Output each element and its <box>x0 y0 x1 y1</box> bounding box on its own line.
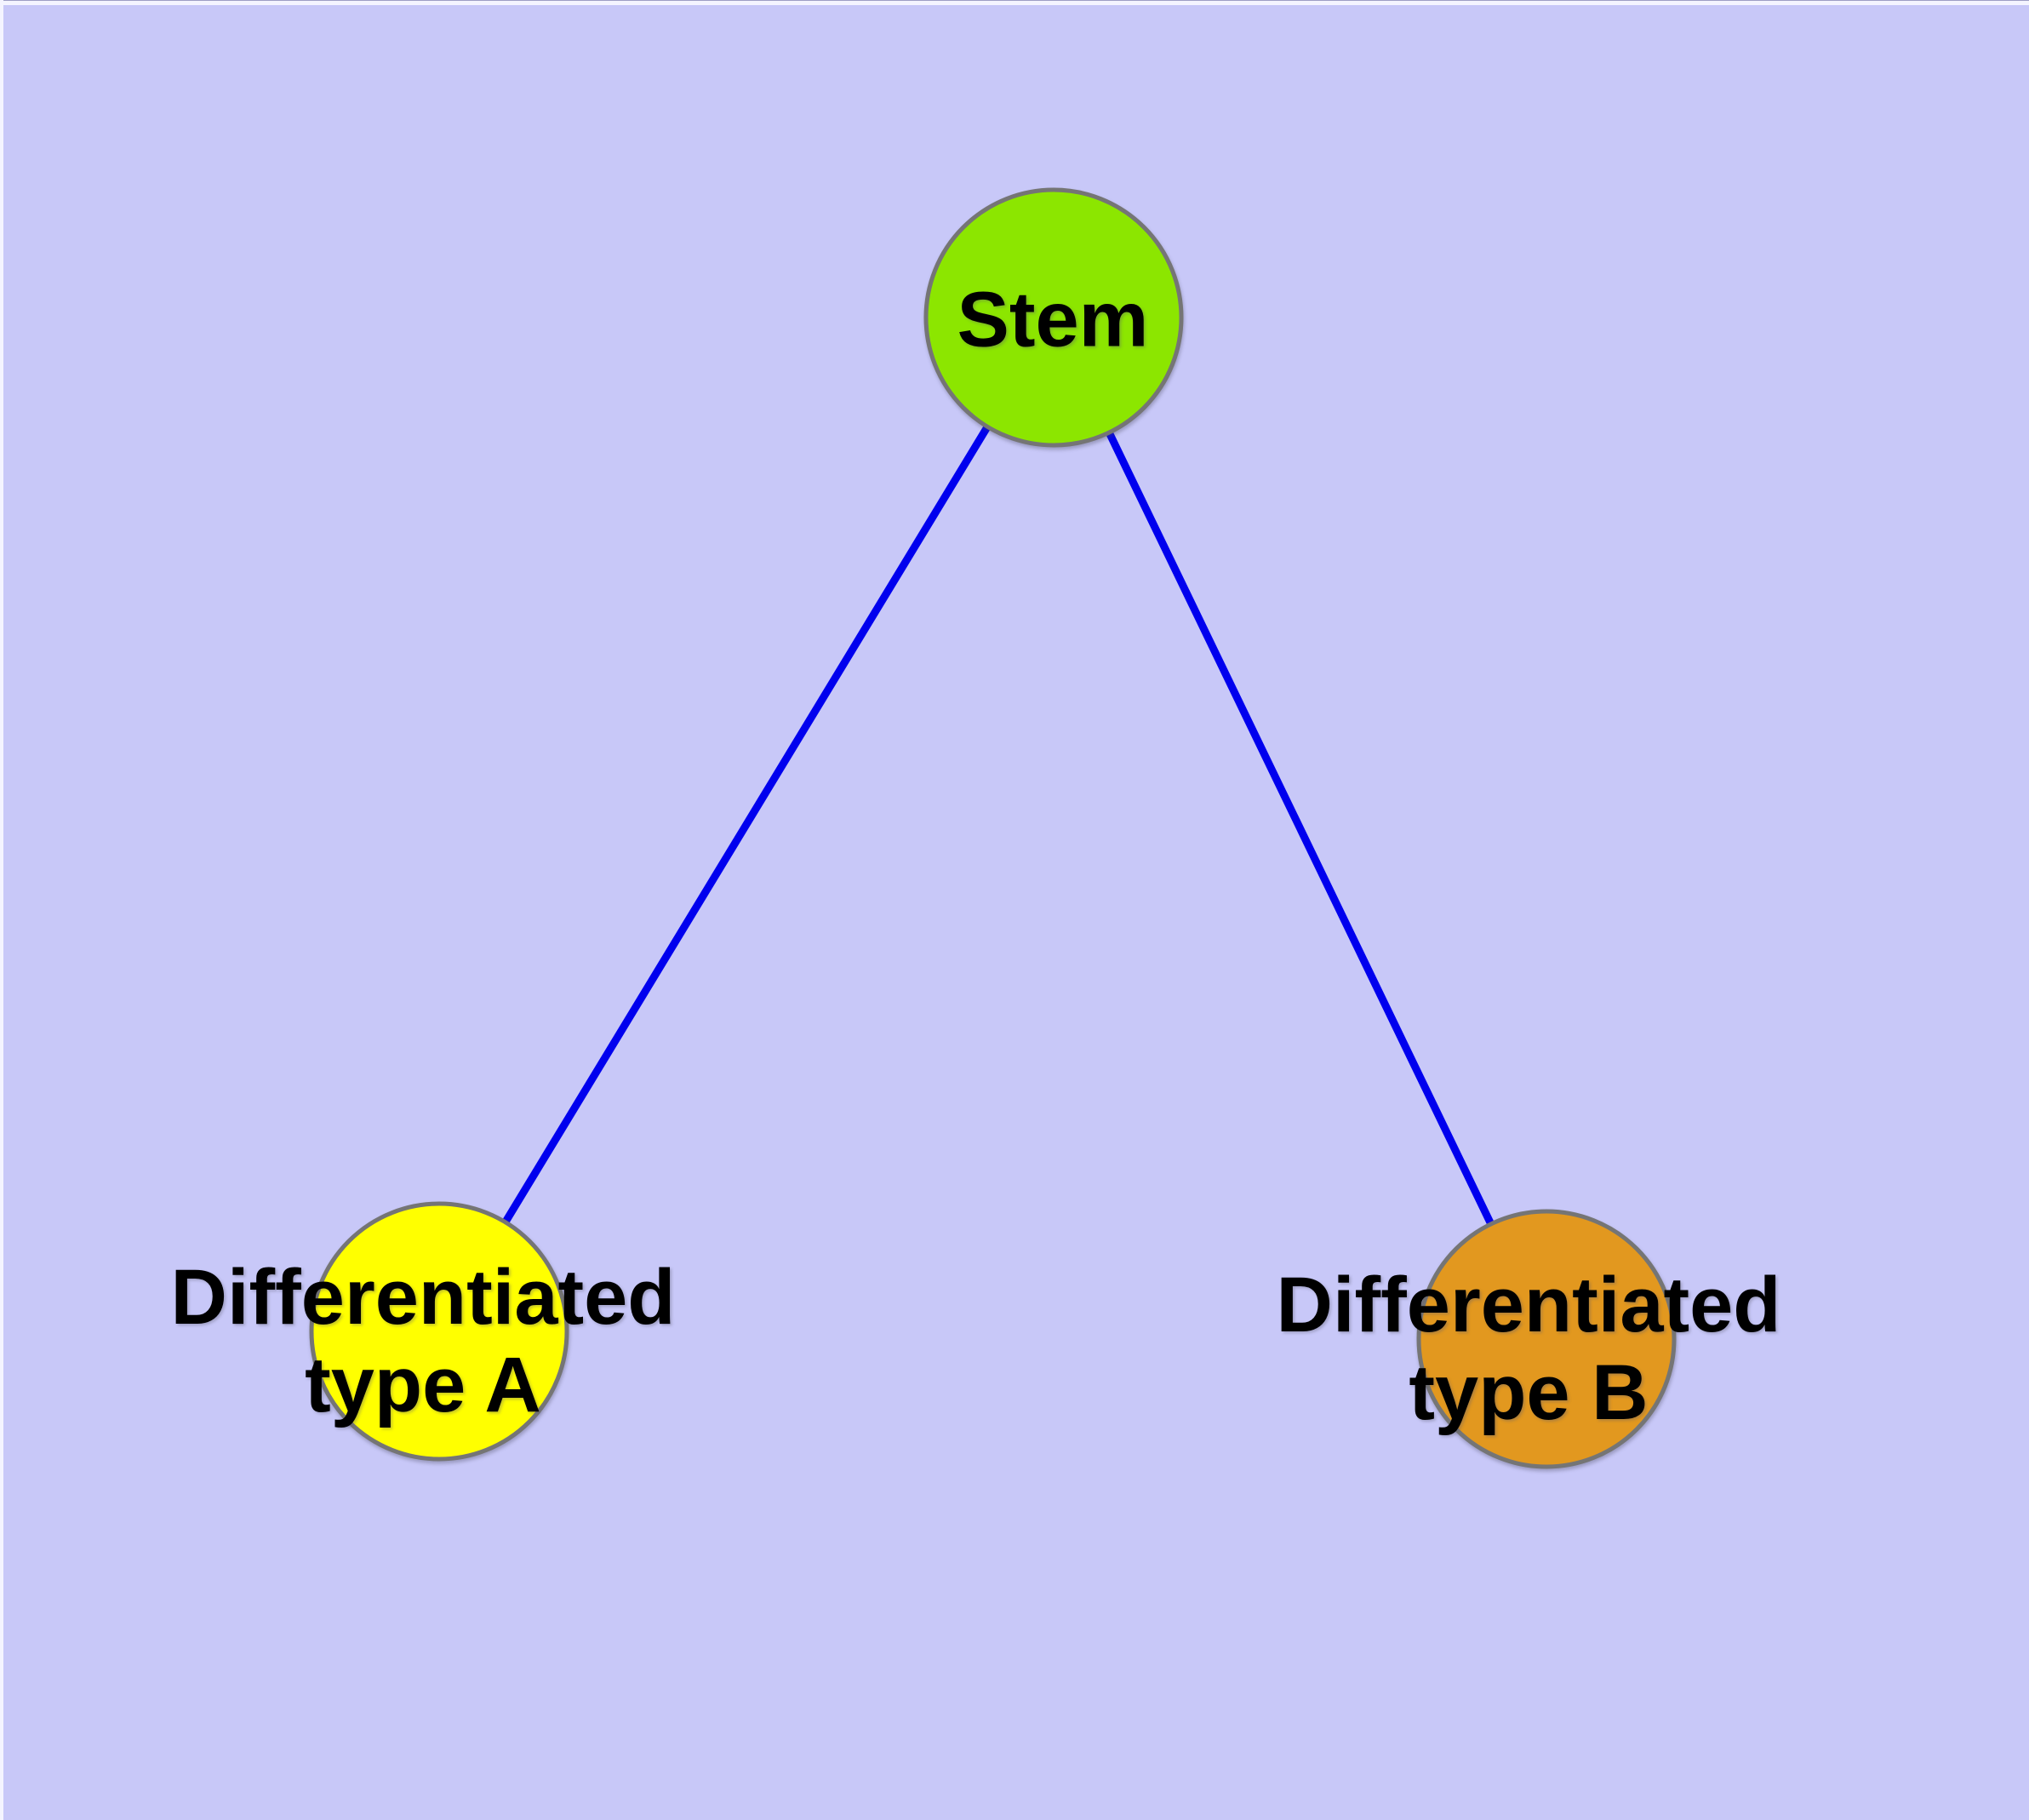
node-stem-label[interactable]: Stem <box>957 276 1149 363</box>
canvas-top-bevel <box>0 0 2029 5</box>
node-stem-circle[interactable] <box>923 187 1184 448</box>
node-typeA-circle[interactable] <box>309 1201 569 1462</box>
node-typeB-label[interactable]: Differentiated type B <box>1276 1261 1781 1436</box>
node-typeA-label[interactable]: Differentiated type A <box>170 1253 676 1428</box>
node-typeB-circle[interactable] <box>1416 1209 1677 1469</box>
edge-stem-to-typeA[interactable] <box>436 315 1057 1334</box>
edge-stem-to-typeB[interactable] <box>1049 316 1551 1341</box>
canvas-left-bevel <box>0 0 3 1820</box>
